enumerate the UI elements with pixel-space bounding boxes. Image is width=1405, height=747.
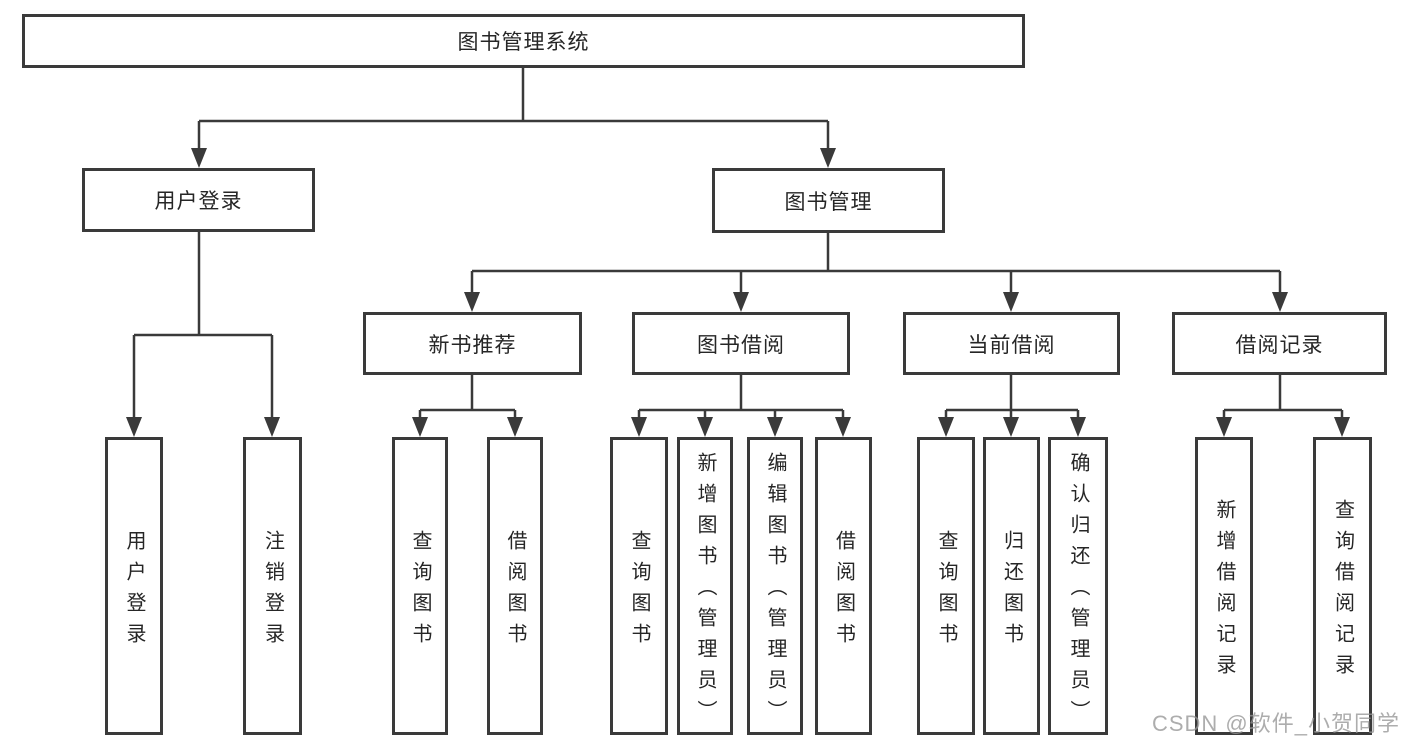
node-leaf-br-query-record: 查询借阅记录: [1313, 437, 1372, 735]
node-leaf-user-login: 用户登录: [105, 437, 163, 735]
node-leaf-bb-add-book: 新增图书（管理员）: [677, 437, 733, 735]
node-book-management-label: 图书管理: [784, 190, 873, 214]
node-leaf-cb-return-book: 归还图书: [983, 437, 1040, 735]
node-leaf-nb-borrow-book: 借阅图书: [487, 437, 543, 735]
node-book-borrow: 图书借阅: [632, 312, 850, 375]
node-leaf-cb-confirm-return-label: 确认归还（管理员）: [1067, 452, 1089, 731]
node-user-login-label: 用户登录: [154, 190, 243, 213]
node-new-book-recommend: 新书推荐: [363, 312, 582, 375]
node-leaf-cb-query-book-label: 查询图书: [935, 529, 957, 654]
node-leaf-user-login-label: 用户登录: [123, 529, 145, 654]
node-leaf-nb-query-book-label: 查询图书: [409, 529, 431, 654]
node-leaf-cb-return-book-label: 归还图书: [1000, 529, 1023, 654]
node-borrow-record-label: 借阅记录: [1235, 333, 1324, 357]
node-book-borrow-label: 图书借阅: [697, 333, 785, 357]
node-book-management: 图书管理: [712, 168, 945, 233]
node-borrow-record: 借阅记录: [1172, 312, 1387, 375]
node-leaf-br-add-record-label: 新增借阅记录: [1213, 498, 1235, 685]
node-leaf-nb-borrow-book-label: 借阅图书: [504, 529, 526, 654]
node-root: 图书管理系统: [22, 14, 1025, 68]
node-current-borrow: 当前借阅: [903, 312, 1120, 375]
node-leaf-bb-edit-book: 编辑图书（管理员）: [747, 437, 803, 735]
node-leaf-bb-query-book-label: 查询图书: [628, 529, 650, 654]
watermark: CSDN @软件_小贺同学: [1151, 711, 1400, 736]
node-leaf-br-query-record-label: 查询借阅记录: [1331, 498, 1354, 685]
node-leaf-br-add-record: 新增借阅记录: [1195, 437, 1253, 735]
node-leaf-bb-borrow-book: 借阅图书: [815, 437, 872, 735]
node-leaf-nb-query-book: 查询图书: [392, 437, 448, 735]
node-new-book-recommend-label: 新书推荐: [428, 333, 517, 357]
node-leaf-logout: 注销登录: [243, 437, 302, 735]
node-root-label: 图书管理系统: [457, 31, 590, 54]
node-leaf-logout-label: 注销登录: [261, 529, 284, 654]
node-leaf-cb-confirm-return: 确认归还（管理员）: [1048, 437, 1108, 735]
node-leaf-bb-add-book-label: 新增图书（管理员）: [694, 452, 716, 731]
node-leaf-cb-query-book: 查询图书: [917, 437, 975, 735]
node-leaf-bb-borrow-book-label: 借阅图书: [832, 529, 855, 654]
node-current-borrow-label: 当前借阅: [967, 333, 1056, 357]
node-user-login: 用户登录: [82, 168, 315, 232]
node-leaf-bb-edit-book-label: 编辑图书（管理员）: [764, 452, 786, 731]
node-leaf-bb-query-book: 查询图书: [610, 437, 668, 735]
